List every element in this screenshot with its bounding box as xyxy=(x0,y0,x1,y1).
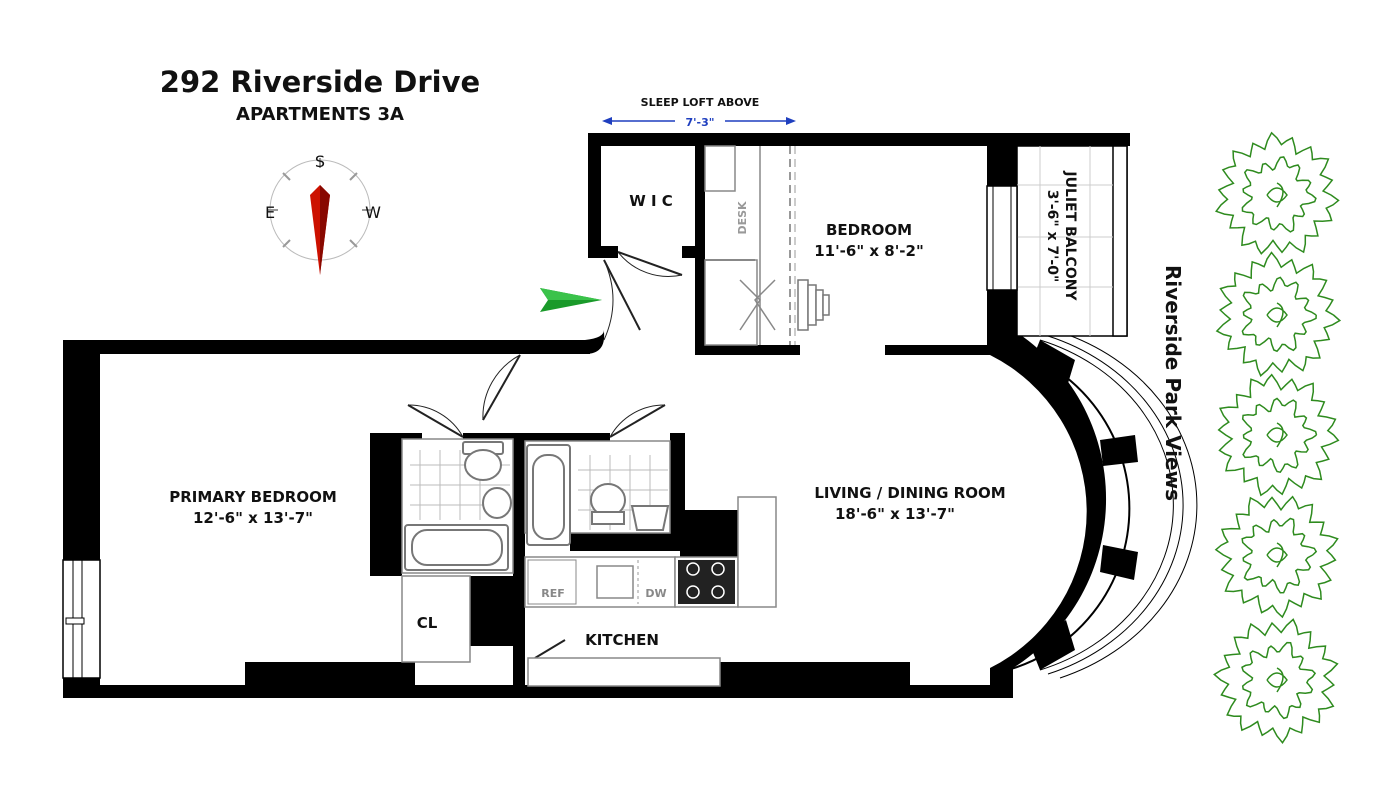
bedroom-dimensions: 11'-6" x 8'-2" xyxy=(814,242,924,260)
compass-letter-w: W xyxy=(365,203,381,222)
tree-icon xyxy=(1215,251,1342,377)
sleep-loft-label: SLEEP LOFT ABOVE xyxy=(641,96,760,109)
view-label: Riverside Park Views xyxy=(1161,265,1185,501)
building-title: 292 Riverside Drive xyxy=(160,65,480,99)
sleep-loft-arrow-icon xyxy=(602,113,796,129)
apartment-subtitle: APARTMENTS 3A xyxy=(236,104,404,125)
compass-letter-e: E xyxy=(265,203,275,222)
refrigerator-label: REF xyxy=(541,587,565,600)
bedroom-furniture xyxy=(704,145,830,346)
doors xyxy=(407,251,683,659)
kitchen-label: KITCHEN xyxy=(585,631,659,649)
juliet-balcony-name: JULIET BALCONY xyxy=(1062,170,1078,301)
living-dining-dimensions: 18'-6" x 13'-7" xyxy=(835,505,955,523)
kitchen-counter xyxy=(524,496,777,687)
dishwasher-label: DW xyxy=(645,587,666,600)
bathroom-right xyxy=(524,440,671,546)
tree-icon xyxy=(1213,618,1339,744)
juliet-balcony-dimensions: 3'-6" x 7'-0" xyxy=(1044,190,1060,283)
desk-label: DESK xyxy=(736,201,749,235)
bathroom-left xyxy=(401,438,514,574)
compass-letter-s: S xyxy=(315,152,325,171)
primary-bedroom-dimensions: 12'-6" x 13'-7" xyxy=(193,509,313,527)
compass-icon: S E W xyxy=(265,152,381,275)
closet xyxy=(401,575,471,663)
closet-label: CL xyxy=(417,614,438,632)
tree-icons xyxy=(1213,131,1342,744)
living-dining-name: LIVING / DINING ROOM xyxy=(814,484,1005,502)
walls xyxy=(63,133,1130,698)
tree-icon xyxy=(1214,131,1340,255)
sleep-loft-dimension: 7'-3" xyxy=(686,116,715,129)
tree-icon xyxy=(1214,495,1339,619)
bay-window xyxy=(999,331,1198,679)
tree-icon xyxy=(1217,373,1340,497)
juliet-balcony xyxy=(986,145,1128,337)
left-window xyxy=(62,559,101,679)
bedroom-name: BEDROOM xyxy=(826,221,912,239)
primary-bedroom-name: PRIMARY BEDROOM xyxy=(169,488,337,506)
wic-label: W I C xyxy=(629,192,673,210)
